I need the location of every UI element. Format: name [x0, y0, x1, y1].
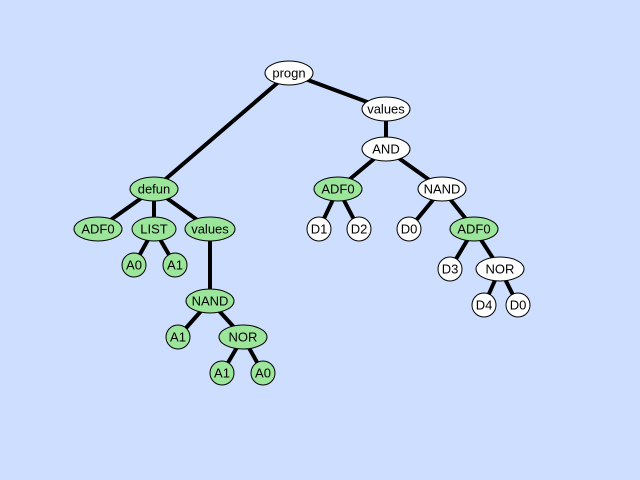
tree-node-d0_nor: D0	[505, 292, 531, 318]
tree-node-d2: D2	[346, 216, 372, 242]
tree-node-nor_def: NOR	[218, 324, 268, 350]
tree-node-d0_nand: D0	[396, 216, 422, 242]
node-label-a1_nor: A1	[214, 365, 230, 380]
tree-node-a1_list: A1	[162, 252, 188, 278]
node-label-a1_nand: A1	[170, 329, 186, 344]
node-label-d1: D1	[311, 221, 328, 236]
node-ellipse-d3	[437, 256, 463, 282]
node-ellipse-nand_def	[185, 288, 235, 314]
node-ellipse-nor_main	[475, 256, 525, 282]
node-label-values_def: values	[191, 221, 229, 236]
node-ellipse-d0_nand	[396, 216, 422, 242]
node-label-values_main: values	[367, 101, 405, 116]
node-ellipse-a0_nor	[250, 360, 276, 386]
node-ellipse-a1_list	[162, 252, 188, 278]
node-label-nor_def: NOR	[229, 329, 258, 344]
node-ellipse-values_main	[361, 96, 411, 122]
tree-node-nor_main: NOR	[475, 256, 525, 282]
node-label-a0_list: A0	[126, 257, 142, 272]
node-label-a1_list: A1	[167, 257, 183, 272]
node-ellipse-d0_nor	[505, 292, 531, 318]
node-ellipse-nor_def	[218, 324, 268, 350]
tree-node-a0_list: A0	[121, 252, 147, 278]
node-ellipse-adf0_call1	[313, 176, 363, 202]
tree-node-list: LIST	[131, 216, 177, 242]
tree-node-defun: defun	[129, 176, 179, 202]
tree-node-a0_nor: A0	[250, 360, 276, 386]
edge-progn-to-defun	[152, 71, 291, 191]
node-label-adf0_call2: ADF0	[457, 221, 490, 236]
tree-node-adf0_def: ADF0	[73, 216, 123, 242]
tree-node-a1_nand: A1	[165, 324, 191, 350]
node-label-adf0_def: ADF0	[81, 221, 114, 236]
tree-node-adf0_call1: ADF0	[313, 176, 363, 202]
tree-node-d3: D3	[437, 256, 463, 282]
tree-node-and: AND	[361, 136, 411, 162]
node-ellipse-defun	[129, 176, 179, 202]
node-label-d3: D3	[442, 261, 459, 276]
tree-node-nand_def: NAND	[185, 288, 235, 314]
node-ellipse-d1	[306, 216, 332, 242]
tree-node-nand_main: NAND	[417, 176, 467, 202]
node-ellipse-values_def	[184, 216, 236, 242]
node-label-d0_nand: D0	[401, 221, 418, 236]
node-ellipse-progn	[264, 60, 314, 86]
node-label-progn: progn	[272, 65, 305, 80]
node-ellipse-d4	[471, 292, 497, 318]
node-label-nand_main: NAND	[424, 181, 461, 196]
node-ellipse-a0_list	[121, 252, 147, 278]
node-ellipse-nand_main	[417, 176, 467, 202]
tree-node-d4: D4	[471, 292, 497, 318]
node-ellipse-a1_nand	[165, 324, 191, 350]
node-ellipse-adf0_call2	[449, 216, 499, 242]
node-label-nor_main: NOR	[486, 261, 515, 276]
node-ellipse-and	[361, 136, 411, 162]
node-label-and: AND	[372, 141, 399, 156]
tree-node-adf0_call2: ADF0	[449, 216, 499, 242]
tree-node-progn: progn	[264, 60, 314, 86]
node-ellipse-a1_nor	[209, 360, 235, 386]
node-label-d4: D4	[476, 297, 493, 312]
node-label-d2: D2	[351, 221, 368, 236]
tree-node-values_main: values	[361, 96, 411, 122]
node-label-a0_nor: A0	[255, 365, 271, 380]
tree-node-d1: D1	[306, 216, 332, 242]
node-ellipse-d2	[346, 216, 372, 242]
tree-node-a1_nor: A1	[209, 360, 235, 386]
node-label-nand_def: NAND	[192, 293, 229, 308]
node-label-d0_nor: D0	[510, 297, 527, 312]
node-label-defun: defun	[138, 181, 171, 196]
node-ellipse-adf0_def	[73, 216, 123, 242]
node-ellipse-list	[131, 216, 177, 242]
tree-node-values_def: values	[184, 216, 236, 242]
node-label-list: LIST	[140, 221, 168, 236]
node-label-adf0_call1: ADF0	[321, 181, 354, 196]
